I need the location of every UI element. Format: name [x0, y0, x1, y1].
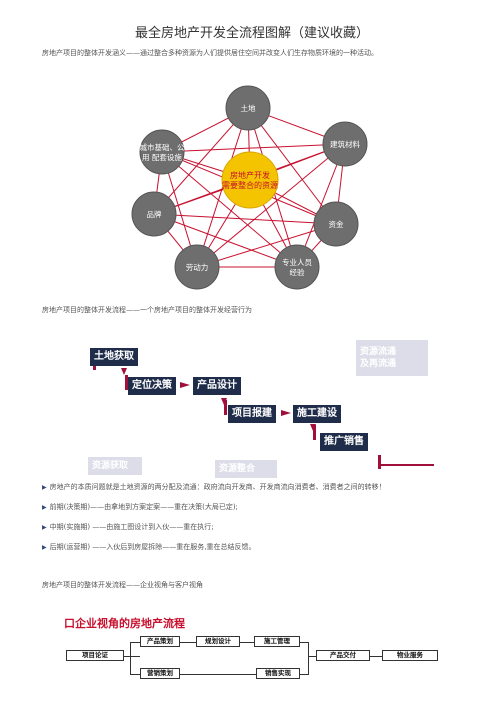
connector [122, 656, 140, 657]
connection-line [196, 223, 337, 268]
arrow-down-2 [221, 398, 227, 405]
resource-node [322, 121, 368, 167]
center-label: 房地产开发 [230, 170, 270, 180]
bullet-4: 后期(运营期) ——入伙后到房屋拆除——重在服务,重在总结反馈。 [42, 542, 256, 552]
box-property-service: 物业服务 [382, 650, 438, 661]
bullet-3: 中期(实施期) ——由施工图设计到入伙——重在执行; [42, 522, 214, 532]
connection-line [196, 143, 346, 268]
ghost-line-1: 资源流通 [360, 347, 397, 357]
connection-line [161, 143, 346, 153]
flow-bar-5 [378, 455, 381, 469]
connector [130, 674, 140, 675]
ghost-line-2: 及再流通 [360, 359, 397, 369]
ghost-resource-integration: 资源整合 [215, 460, 277, 478]
box-marketing-planning: 营销策划 [140, 668, 180, 679]
connector [130, 642, 140, 643]
center-label: 需要整合的资源 [222, 180, 278, 190]
resource-node-label: 经验 [290, 267, 305, 277]
ghost-resource-circulation: 资源流通 及再流通 [356, 340, 428, 376]
resource-node-label: 专业人员 [282, 257, 312, 267]
center-node [221, 151, 279, 209]
ghost-resource-acquisition: 资源获取 [88, 457, 142, 475]
connector [298, 674, 308, 675]
resource-node-label: 建筑材料 [330, 139, 360, 149]
box-construction-mgmt: 施工管理 [254, 636, 300, 647]
connector [308, 656, 316, 657]
resource-node [174, 244, 220, 290]
box-product-planning: 产品策划 [140, 636, 180, 647]
resource-node [139, 129, 185, 175]
arrow-right-2 [281, 410, 291, 416]
arrow-down-3 [310, 424, 316, 431]
box-product-delivery: 产品交付 [316, 650, 370, 661]
connection-line [153, 213, 337, 225]
connector [238, 642, 254, 643]
step-product-design: 产品设计 [193, 377, 241, 395]
arrow-right-1 [180, 382, 190, 388]
bullet-1: 房地产的本质问题就是土地资源的两分配及流通：政府流向开发商、开发商流向消费者、消… [42, 482, 386, 492]
page-title: 最全房地产开发全流程图解（建议收藏） [134, 26, 369, 41]
step-sales: 推广销售 [320, 433, 368, 451]
connection-line [153, 213, 298, 268]
resource-node-label: 土地 [241, 103, 256, 113]
intro-text: 房地产项目的整体开发涵义——通过整合多种资源为人们提供居住空间并改变人们生存物质… [42, 49, 378, 57]
arrow-down-1 [121, 368, 127, 375]
box-sales-realization: 销售实现 [256, 668, 300, 679]
connector [308, 642, 309, 675]
resource-node [225, 85, 271, 131]
resource-node-label: 品牌 [147, 209, 162, 219]
connector [130, 642, 131, 674]
resource-node-label: 用 配套设施 [142, 152, 182, 162]
step-project-approval: 项目报建 [228, 405, 276, 423]
flow-bar-3 [224, 400, 227, 415]
connection-line [196, 107, 249, 268]
resource-node-label: 劳动力 [186, 262, 209, 272]
resource-node [274, 244, 320, 290]
step-land-acquisition: 土地获取 [90, 348, 138, 366]
resource-node [131, 191, 177, 237]
step-positioning: 定位决策 [128, 377, 176, 395]
enterprise-title: 口企业视角的房地产流程 [64, 617, 185, 630]
resource-node-label: 城市基础、公 [140, 142, 185, 152]
flow-bar-4 [313, 425, 316, 440]
flow-caption: 房地产项目的整体开发流程——一个房地产项目的整体开发经营行为 [42, 306, 252, 314]
connector [298, 642, 308, 643]
connector [178, 642, 196, 643]
enterprise-caption: 房地产项目的整体开发流程——企业视角与客户视角 [42, 581, 203, 589]
connector [368, 656, 382, 657]
resource-node-label: 资金 [329, 219, 344, 229]
flow-bar-2 [125, 375, 128, 390]
step-construction: 施工建设 [293, 405, 341, 423]
connector [178, 674, 256, 675]
connection-line [153, 107, 249, 215]
box-planning-design: 规划设计 [196, 636, 240, 647]
resource-node [313, 201, 359, 247]
bullet-2: 前期(决策期)——由拿地到方案定案——重在决策(大局已定); [42, 502, 238, 512]
connection-line [161, 151, 298, 268]
box-project-evaluation: 项目论证 [66, 650, 124, 661]
flow-arrows [121, 368, 434, 466]
